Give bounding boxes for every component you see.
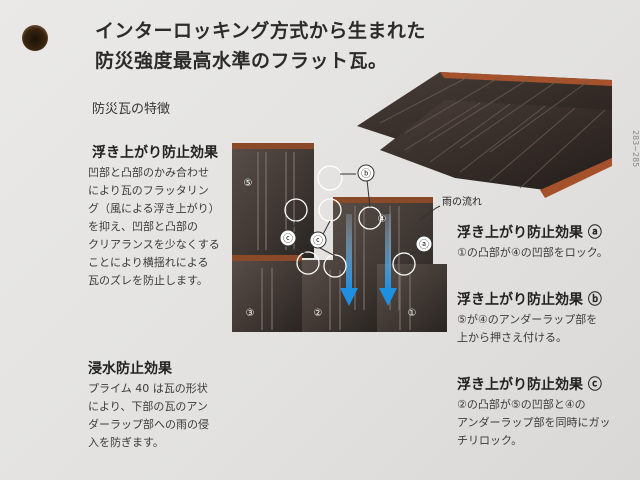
effect-b-heading: 浮き上がり防止効果 ⓑ — [457, 292, 602, 308]
tile-1-number: ① — [408, 308, 417, 319]
callout-c1-bubble — [279, 229, 297, 247]
waterproof-body: プライム 40 は瓦の形状 により、下部の瓦のアン ダーラップ部への雨の侵 入を… — [88, 382, 209, 449]
roof-grooves — [379, 75, 606, 189]
tile-3 — [232, 255, 302, 332]
callout-a-bubble — [415, 235, 433, 253]
callout-c2-bubble — [309, 231, 327, 249]
callout-c2-label: ⓒ — [313, 235, 323, 247]
tile-5-number: ⑤ — [244, 178, 253, 189]
roof-lower-edge — [540, 158, 612, 198]
tile-numbers: ⑤ ④ ③ ② ① — [244, 178, 417, 319]
roof-ridge-edge — [440, 72, 612, 86]
callout-b-bubble — [357, 164, 375, 182]
callout-a-label: ⓐ — [419, 239, 429, 251]
leader-lines — [289, 173, 441, 257]
tile-3-edge — [232, 255, 302, 261]
tile-5-edge — [232, 143, 314, 149]
effect-c-body: ②の凸部が⑤の凹部と④の アンダーラップ部を同時にガッ チリロック。 — [457, 398, 611, 447]
binder-hole — [22, 25, 48, 51]
effect-b-body: ⑤が④のアンダーラップ部を 上から押さえ付ける。 — [457, 313, 598, 344]
tile-3-number: ③ — [246, 308, 255, 319]
rain-arrow-2-shaft — [385, 214, 391, 289]
tile-4-number: ④ — [378, 214, 387, 225]
page-title-line-1: インターロッキング方式から生まれた — [95, 20, 426, 42]
section-title: 防災瓦の特徴 — [92, 102, 171, 117]
effect-a-heading: 浮き上がり防止効果 ⓐ — [457, 225, 602, 241]
uplift-heading: 浮き上がり防止効果 — [92, 145, 218, 161]
uplift-body: 凹部と凸部のかみ合わせ により瓦のフラッタリン グ（風による浮き上がり） を抑え… — [88, 166, 220, 287]
rain-arrow-2-head — [379, 288, 397, 306]
effect-c-heading: 浮き上がり防止効果 ⓒ — [457, 377, 602, 393]
effect-a-body: ①の凸部が④の凹部をロック。 — [457, 246, 608, 259]
side-page-number: 283~285 — [631, 130, 640, 168]
callout-circles — [284, 165, 416, 278]
callout-labels: ⓑ ⓒ ⓒ ⓐ 雨の流れ — [279, 164, 482, 253]
callout-b-label: ⓑ — [361, 168, 371, 180]
page-title-line-2: 防災強度最高水準のフラット瓦。 — [95, 50, 388, 72]
roof-row-lower — [380, 100, 612, 190]
waterproof-heading: 浸水防止効果 — [88, 361, 172, 377]
rain-arrow-1-shaft — [346, 214, 352, 289]
rain-flow-arrows — [340, 214, 397, 306]
tile-4-edge — [333, 197, 433, 203]
rain-flow-label: 雨の流れ — [442, 195, 482, 208]
rain-arrow-1-head — [340, 288, 358, 306]
callout-c1-label: ⓒ — [283, 233, 293, 245]
tile-2-number: ② — [314, 308, 323, 319]
roof-photo — [357, 72, 612, 198]
